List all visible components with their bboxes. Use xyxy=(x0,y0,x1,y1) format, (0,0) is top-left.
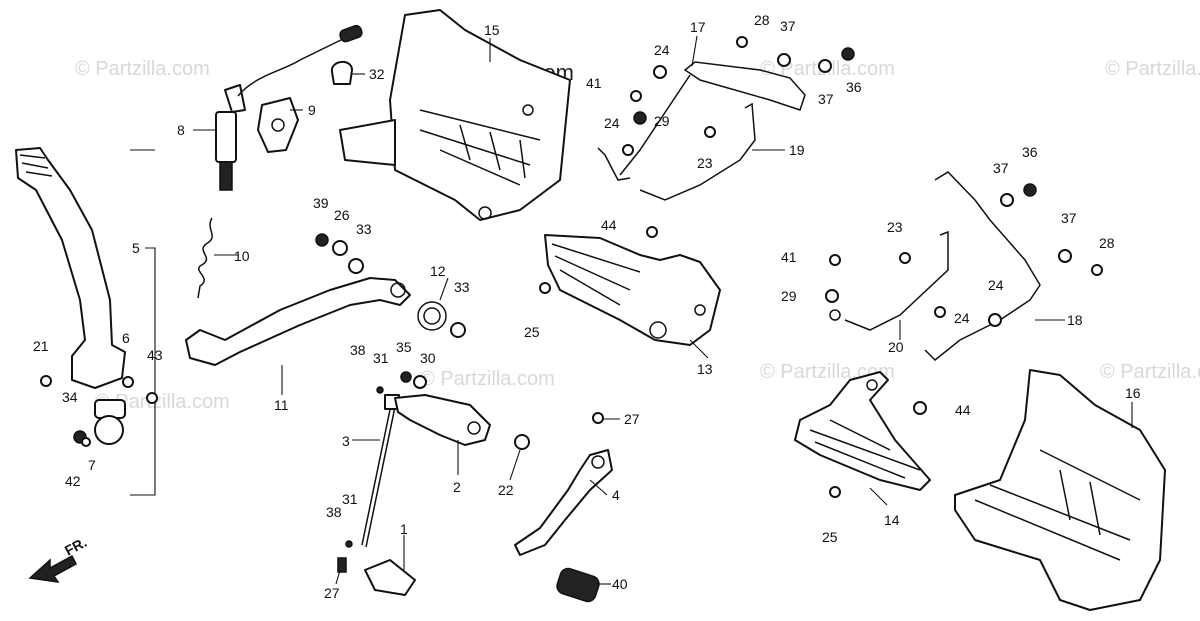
part-label: 39 xyxy=(313,195,329,211)
wire-bracket-18 xyxy=(924,171,1041,362)
skid-cover-left xyxy=(339,9,571,221)
front-direction-arrow-icon xyxy=(28,554,77,583)
part-label: 33 xyxy=(454,279,470,295)
brake-rod xyxy=(361,394,400,548)
gear-shift-pedal xyxy=(185,277,411,366)
pedal-rubber xyxy=(556,567,600,603)
part-label: 37 xyxy=(780,18,796,34)
fasteners xyxy=(40,36,1103,573)
part-label: 9 xyxy=(308,102,316,118)
part-label: 19 xyxy=(789,142,805,158)
part-label: 25 xyxy=(524,324,540,340)
skid-cover-right xyxy=(954,369,1166,611)
part-label: 36 xyxy=(1022,144,1038,160)
wire-bracket-17 xyxy=(619,61,806,176)
part-label: 32 xyxy=(369,66,385,82)
part-label: 11 xyxy=(274,397,289,413)
part-label: 2 xyxy=(453,479,461,495)
part-label: 40 xyxy=(612,576,628,592)
part-label: 31 xyxy=(342,491,358,507)
footpeg-right xyxy=(544,234,721,346)
leader-lines xyxy=(193,35,1133,585)
watermark: © Partzilla.com xyxy=(420,368,555,390)
part-label: 29 xyxy=(781,288,797,304)
clamp xyxy=(330,61,353,85)
watermark: © Partzilla.com xyxy=(95,391,230,413)
part-label: 44 xyxy=(601,217,617,233)
brake-arm xyxy=(394,394,491,446)
part-label: 37 xyxy=(1061,210,1077,226)
plug-boot xyxy=(257,97,299,153)
part-label: 31 xyxy=(373,350,389,366)
part-label: 22 xyxy=(498,482,514,498)
part-label: 38 xyxy=(350,342,366,358)
part-label: 17 xyxy=(690,19,706,35)
part-label: 24 xyxy=(954,310,970,326)
part-label: 38 xyxy=(326,504,342,520)
part-label: 14 xyxy=(884,512,900,528)
part-label: 27 xyxy=(324,585,340,601)
watermark: © Partzilla.com xyxy=(1105,58,1200,80)
part-number-labels: 1 2 3 4 5 6 7 8 9 10 11 12 13 14 15 16 1… xyxy=(33,12,1141,601)
part-label: 34 xyxy=(62,389,78,405)
part-label: 1 xyxy=(400,521,408,537)
part-label: 18 xyxy=(1067,312,1083,328)
part-label: 43 xyxy=(147,347,163,363)
rod-joint xyxy=(364,559,416,596)
part-label: 28 xyxy=(754,12,770,28)
part-label: 33 xyxy=(356,221,372,237)
kick-starter-arm xyxy=(15,147,126,445)
part-label: 26 xyxy=(334,207,350,223)
footpeg-left xyxy=(794,371,931,491)
part-label: 5 xyxy=(132,240,140,256)
front-direction-label: FR. xyxy=(62,534,89,559)
wire-bracket-20 xyxy=(829,230,949,331)
part-label: 42 xyxy=(65,473,81,489)
part-label: 24 xyxy=(654,42,670,58)
part-label: 41 xyxy=(781,249,797,265)
part-label: 23 xyxy=(697,155,713,171)
part-label: 21 xyxy=(33,338,49,354)
brake-pedal xyxy=(514,449,613,556)
part-label: 6 xyxy=(122,330,130,346)
part-label: 36 xyxy=(846,79,862,95)
part-label: 13 xyxy=(697,361,713,377)
part-label: 24 xyxy=(604,115,620,131)
watermark: © Partzilla.com xyxy=(75,58,210,80)
watermark: © Partzilla.com xyxy=(1100,361,1200,383)
part-label: 30 xyxy=(420,350,436,366)
part-label: 10 xyxy=(234,248,250,264)
part-label: 37 xyxy=(993,160,1009,176)
part-label: 44 xyxy=(955,402,971,418)
part-label: 28 xyxy=(1099,235,1115,251)
part-label: 35 xyxy=(396,339,412,355)
part-label: 20 xyxy=(888,339,904,355)
part-label: 27 xyxy=(624,411,640,427)
part-label: 24 xyxy=(988,277,1004,293)
part-label: 12 xyxy=(430,263,446,279)
part-label: 3 xyxy=(342,433,350,449)
spark-plug xyxy=(215,24,363,191)
part-label: 29 xyxy=(654,113,670,129)
part-label: 16 xyxy=(1125,385,1141,401)
part-label: 37 xyxy=(818,91,834,107)
part-label: 4 xyxy=(612,487,620,503)
part-label: 8 xyxy=(177,122,185,138)
wire-bracket-19 xyxy=(597,102,756,201)
part-label: 7 xyxy=(88,457,96,473)
part-label: 23 xyxy=(887,219,903,235)
part-label: 41 xyxy=(586,75,602,91)
spring xyxy=(197,217,213,299)
part-label: 15 xyxy=(484,22,500,38)
part-label: 25 xyxy=(822,529,838,545)
